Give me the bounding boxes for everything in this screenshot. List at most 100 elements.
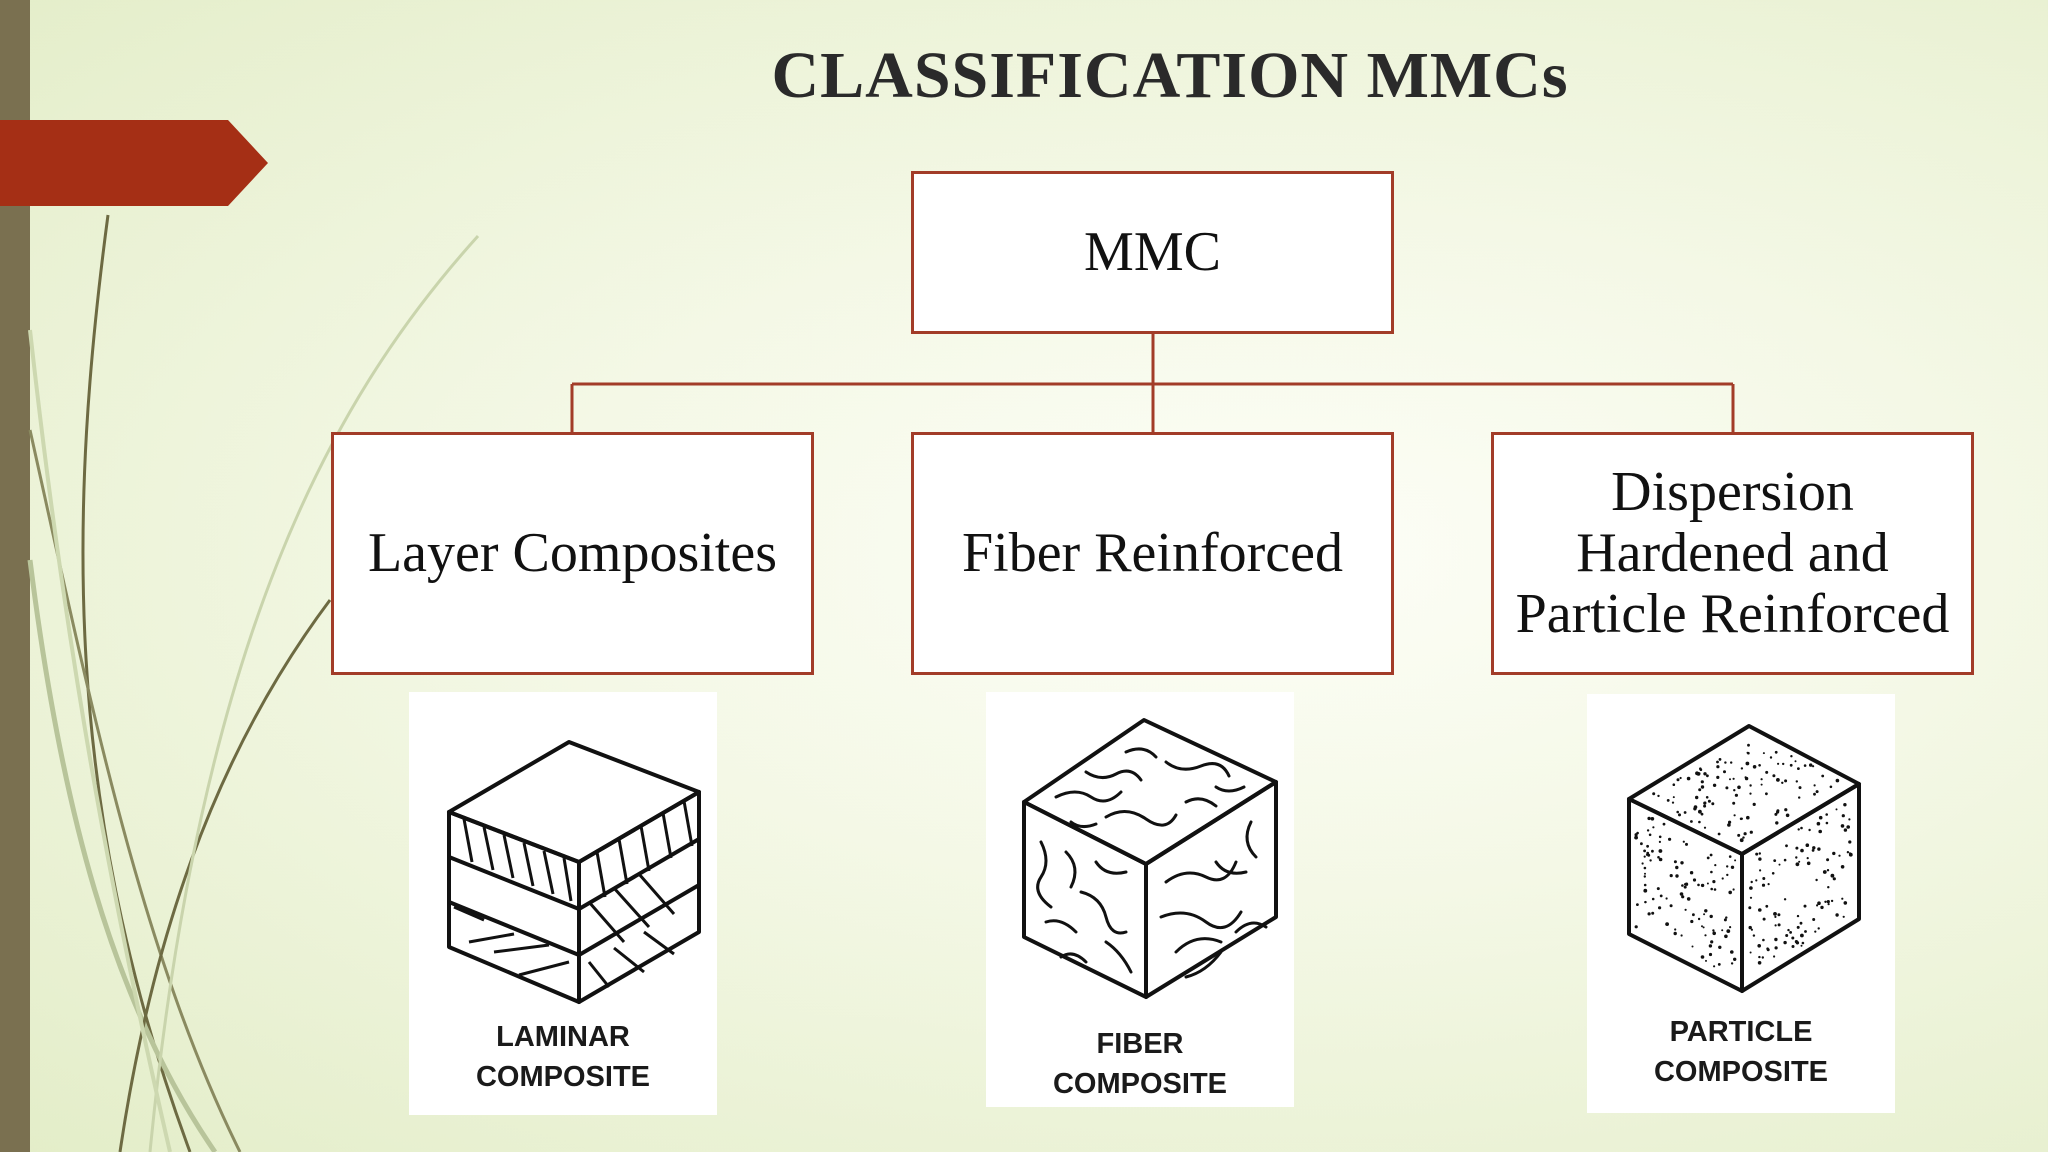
particle-dot: [1730, 865, 1735, 869]
particle-dot: [1760, 778, 1763, 781]
particle-dot: [1704, 934, 1707, 937]
particle-dot: [1755, 879, 1758, 882]
particle-dot: [1706, 882, 1709, 885]
particle-dot: [1766, 948, 1770, 952]
particle-dot: [1739, 838, 1744, 843]
particle-dot: [1665, 897, 1668, 900]
particle-dot: [1691, 945, 1694, 948]
illustration-label-line: COMPOSITE: [1052, 1068, 1227, 1100]
particle-dot: [1634, 925, 1638, 929]
particle-dot: [1772, 774, 1776, 778]
particle-dot: [1665, 922, 1669, 926]
particle-dot: [1644, 872, 1646, 875]
particle-dot: [1774, 937, 1778, 942]
particle-dot: [1652, 826, 1655, 829]
particle-dot: [1726, 865, 1729, 868]
particle-dot: [1841, 897, 1844, 900]
particle-dot: [1709, 914, 1713, 919]
particle-dot: [1776, 810, 1780, 814]
particle-dot: [1698, 820, 1701, 824]
particle-dot: [1678, 813, 1681, 817]
particle-dot: [1791, 936, 1795, 940]
particle-dot: [1706, 856, 1710, 860]
particle-dot: [1662, 822, 1666, 826]
particle-dot: [1675, 874, 1679, 878]
particle-dot: [1783, 858, 1787, 862]
particle-dot: [1783, 940, 1787, 945]
particle-dot: [1672, 783, 1676, 786]
particle-dot: [1778, 863, 1781, 866]
particle-dot: [1814, 930, 1817, 933]
particle-dot: [1718, 945, 1722, 949]
particle-dot: [1669, 904, 1673, 908]
particle-dot: [1765, 770, 1769, 774]
particle-dot: [1686, 776, 1691, 781]
particle-dot: [1749, 896, 1753, 899]
particle-dot: [1848, 818, 1851, 821]
particle-dot: [1648, 833, 1652, 837]
particle-dot: [1746, 815, 1750, 820]
particle-dot: [1695, 771, 1699, 776]
particle-dot: [1707, 799, 1711, 803]
particle-dot: [1784, 779, 1788, 783]
particle-dot: [1730, 950, 1734, 954]
particle-dot: [1799, 921, 1803, 925]
particle-dot: [1643, 855, 1646, 858]
particle-dot: [1757, 944, 1761, 948]
illustration-label-line: COMPOSITE: [475, 1061, 650, 1093]
particle-dot: [1700, 780, 1704, 784]
particle-dot: [1790, 755, 1793, 758]
particle-dot: [1703, 913, 1706, 916]
particle-dot: [1721, 877, 1724, 880]
slide-title: CLASSIFICATION MMCs: [771, 39, 1569, 112]
particle-dot: [1748, 906, 1752, 910]
particle-dot: [1712, 929, 1715, 932]
particle-dot: [1681, 884, 1684, 887]
particle-dot: [1652, 792, 1656, 796]
particle-dot: [1705, 796, 1709, 799]
particle-dot: [1704, 909, 1708, 913]
particle-dot: [1713, 965, 1716, 968]
particle-dot: [1684, 882, 1689, 886]
particle-dot: [1729, 778, 1731, 781]
particle-dot: [1634, 833, 1638, 837]
particle-dot: [1777, 913, 1781, 917]
particle-dot: [1640, 842, 1643, 846]
particle-dot: [1758, 852, 1761, 855]
particle-dot: [1762, 917, 1766, 921]
particle-dot: [1843, 828, 1848, 832]
fiber-composite-cube-icon: [1022, 718, 1278, 999]
particle-dot: [1717, 963, 1721, 966]
particle-dot: [1794, 940, 1798, 944]
particle-dot: [1817, 927, 1820, 930]
particle-dot: [1729, 926, 1732, 929]
particle-dot: [1791, 945, 1795, 948]
particle-dot: [1672, 796, 1675, 799]
particle-dot: [1821, 774, 1825, 778]
particle-dot: [1843, 803, 1847, 807]
particle-dot: [1686, 897, 1691, 901]
particle-dot: [1745, 761, 1750, 766]
particle-dot: [1752, 934, 1756, 937]
particle-dot: [1728, 855, 1732, 858]
particle-dot: [1765, 904, 1769, 908]
particle-dot: [1817, 901, 1821, 905]
particle-dot: [1800, 944, 1803, 947]
particle-dot: [1835, 913, 1839, 917]
particle-dot: [1675, 865, 1679, 870]
particle-dot: [1774, 750, 1778, 754]
particle-dot: [1646, 844, 1649, 848]
particle-dot: [1758, 955, 1761, 959]
particle-dot: [1728, 890, 1732, 895]
particle-dot: [1723, 918, 1727, 922]
particle-dot: [1699, 768, 1703, 771]
particle-dot: [1832, 877, 1836, 881]
particle-dot: [1800, 933, 1804, 938]
particle-dot: [1805, 843, 1810, 847]
particle-dot: [1733, 957, 1737, 961]
particle-dot: [1726, 873, 1729, 877]
particle-dot: [1826, 858, 1830, 862]
particle-dot: [1730, 761, 1733, 764]
particle-dot: [1634, 835, 1638, 840]
particle-dot: [1727, 823, 1731, 827]
